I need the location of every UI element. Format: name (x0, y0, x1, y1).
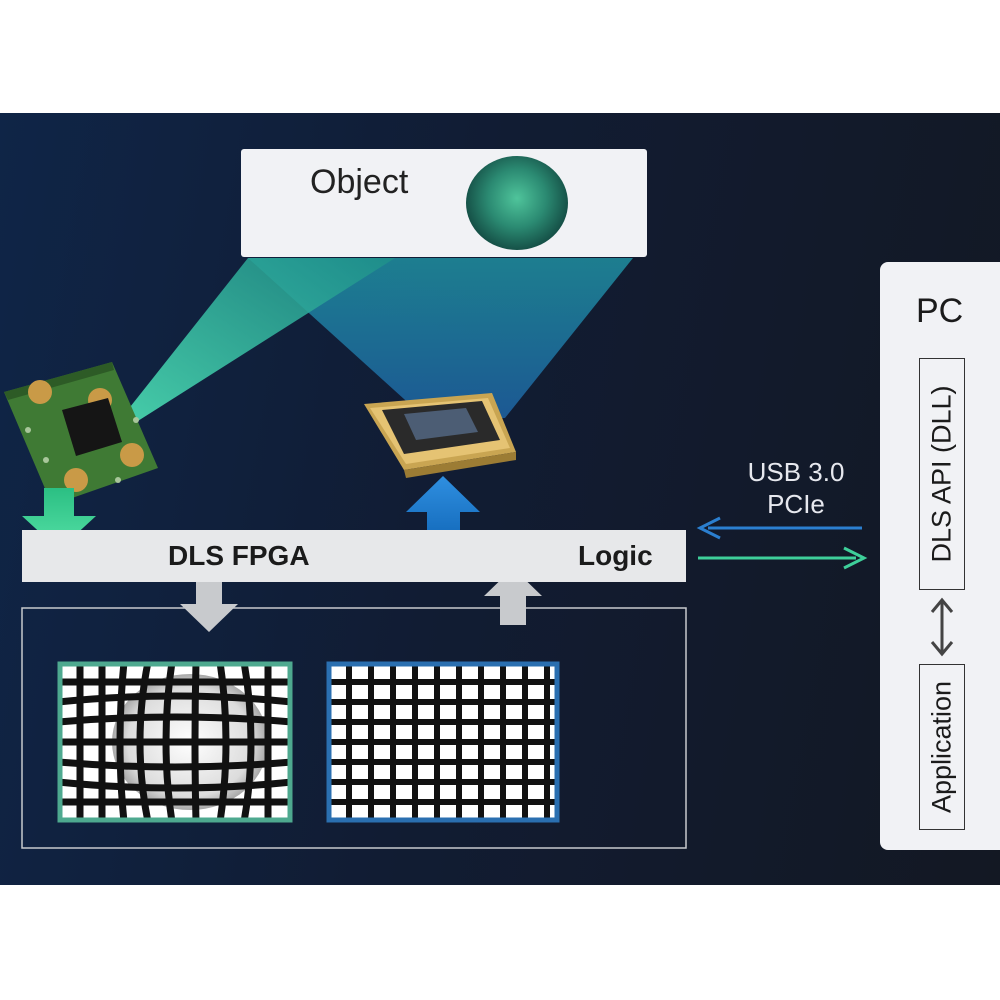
projection-beam (248, 258, 633, 418)
link-label: USB 3.0 PCIe (700, 456, 892, 520)
pc-label: PC (916, 292, 964, 330)
pc-to-fpga-arrow (696, 516, 862, 540)
dls-api-label: DLS API (DLL) (926, 385, 957, 563)
fpga-to-memory-arrow (180, 582, 238, 632)
memory-frame (21, 607, 687, 849)
distorted-grid-pattern (57, 661, 293, 823)
object-sphere-icon (466, 156, 568, 250)
camera-to-fpga-arrow (22, 488, 96, 550)
dls-api-box: DLS API (DLL) (919, 358, 965, 590)
fpga-label: DLS FPGA (168, 540, 310, 571)
camera-board-icon (4, 362, 158, 505)
application-label: Application (926, 680, 957, 814)
dmd-chip-icon (364, 393, 516, 478)
object-label: Object (310, 163, 409, 201)
application-box: Application (919, 664, 965, 830)
camera-beam (100, 258, 395, 445)
memory-to-fpga-arrow (484, 568, 542, 625)
fpga-to-pc-arrow (698, 546, 868, 570)
pcie-label: PCIe (767, 489, 825, 519)
logic-label: Logic (578, 540, 653, 571)
fpga-to-dmd-arrow (406, 476, 480, 545)
usb-label: USB 3.0 (747, 457, 845, 487)
reference-grid-pattern (326, 661, 560, 823)
fpga-bar (22, 530, 686, 582)
object-box (241, 149, 647, 257)
